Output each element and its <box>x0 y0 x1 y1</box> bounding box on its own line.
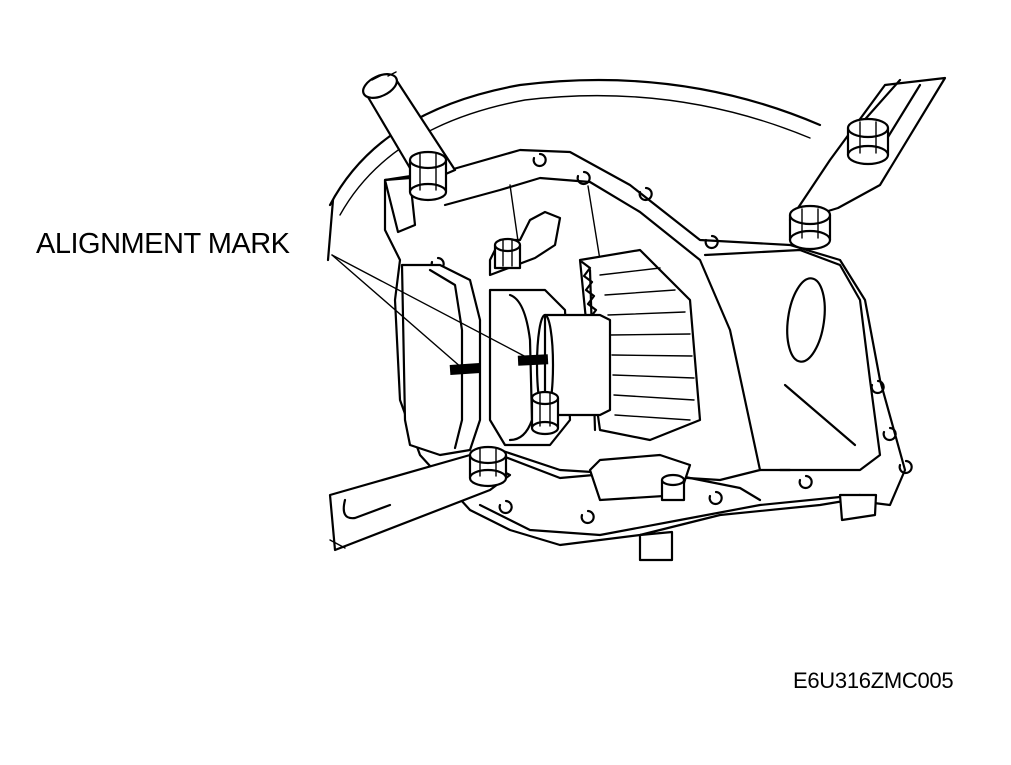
alignment-mark-label: ALIGNMENT MARK <box>36 228 290 260</box>
tool-bolt-top-left <box>408 150 448 202</box>
bolt-top-cap <box>493 237 522 270</box>
tool-bolt-top-right-upper <box>846 117 890 166</box>
bolt-bottom-cap <box>530 390 560 436</box>
bolt-case-bottom <box>660 473 686 502</box>
holding-tool <box>328 71 947 552</box>
tool-bolt-top-right-lower <box>788 204 832 251</box>
tool-bolt-bottom-left <box>468 445 508 488</box>
figure-code: E6U316ZMC005 <box>793 668 954 693</box>
bell-housing-outline <box>326 78 822 262</box>
cap-bolts <box>493 237 686 502</box>
callout-leader-lines <box>331 254 529 369</box>
